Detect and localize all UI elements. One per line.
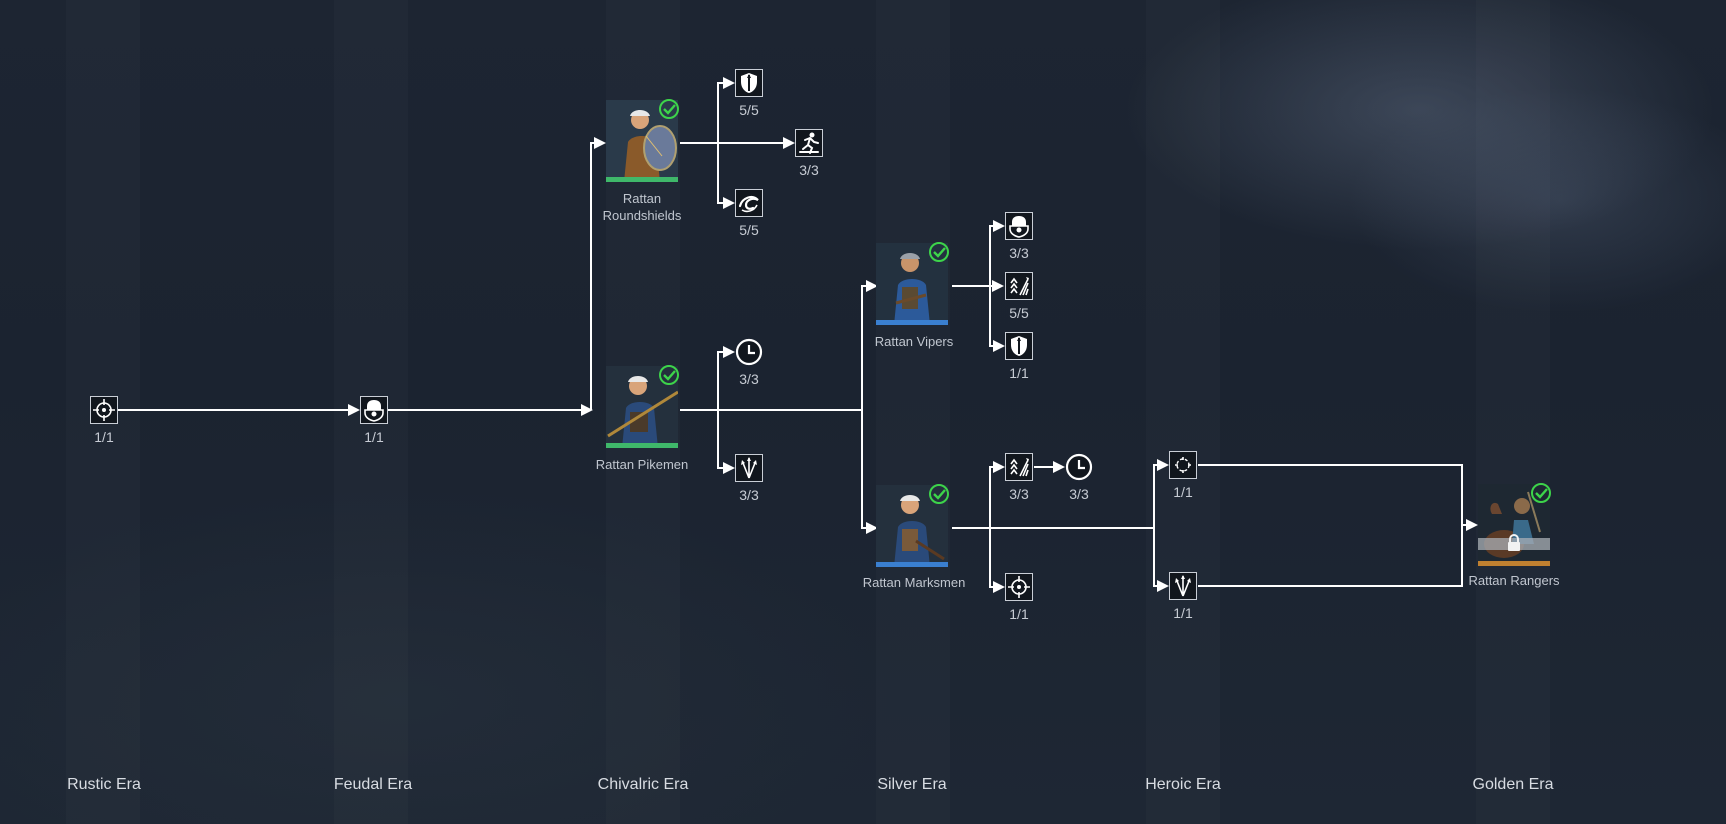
perk-marksmen-arrows[interactable] (1005, 453, 1033, 481)
perk-count: 1/1 (1009, 365, 1029, 381)
focus-icon (1175, 457, 1191, 473)
perk-count: 1/1 (94, 429, 114, 445)
perk-roundshields-shield[interactable] (735, 69, 763, 97)
perk-pikemen-clock[interactable] (735, 338, 763, 366)
perk-count: 3/3 (1009, 245, 1029, 261)
unit-card-rattan-roundshields[interactable] (606, 99, 679, 188)
perk-roundshields-swirl[interactable] (735, 189, 763, 217)
clock-icon (1065, 453, 1093, 481)
unit-name: Rattan Marksmen (862, 575, 966, 590)
perk-vipers-shield[interactable] (1005, 332, 1033, 360)
swirl-icon (738, 196, 759, 213)
unit-card-rattan-pikemen[interactable] (606, 365, 679, 454)
unit-name: Rattan Vipers (874, 334, 954, 349)
era-label-silver: Silver Era (877, 776, 947, 793)
unit-name: Rattan Roundshields (602, 191, 682, 223)
era-label-heroic: Heroic Era (1145, 776, 1221, 793)
shield-spear-icon (1011, 336, 1027, 356)
crosshair-icon (1008, 576, 1030, 598)
perk-count: 3/3 (739, 371, 759, 387)
arrows-upgrade-icon (1010, 458, 1029, 477)
spear-fan-icon (1175, 575, 1191, 597)
check-icon (659, 99, 679, 119)
unit-progress-bar (606, 443, 678, 448)
perk-marksmen-clock[interactable] (1065, 453, 1093, 481)
perk-count: 1/1 (364, 429, 384, 445)
check-icon (659, 365, 679, 385)
shield-spear-icon (741, 73, 757, 93)
perk-pikemen-spears[interactable] (735, 454, 763, 482)
check-icon (929, 484, 949, 504)
perk-vipers-helmet[interactable] (1005, 212, 1033, 240)
era-label-chivalric: Chivalric Era (597, 776, 689, 793)
perk-roundshields-charge[interactable] (795, 129, 823, 157)
unit-card-rattan-rangers[interactable] (1478, 483, 1551, 572)
unit-progress-bar (1478, 561, 1550, 566)
perk-heroic-spear[interactable] (1169, 572, 1197, 600)
unit-name: Rattan Rangers (1468, 573, 1560, 588)
check-icon (929, 242, 949, 262)
unit-card-rattan-vipers[interactable] (876, 242, 949, 331)
perk-count: 3/3 (799, 162, 819, 178)
perk-count: 3/3 (1009, 486, 1029, 502)
lock-icon (1508, 534, 1520, 551)
perk-count: 1/1 (1173, 484, 1193, 500)
perk-count: 5/5 (1009, 305, 1029, 321)
perk-count: 3/3 (739, 487, 759, 503)
perk-vipers-arrows[interactable] (1005, 272, 1033, 300)
check-icon (1531, 483, 1551, 503)
era-label-feudal: Feudal Era (333, 776, 413, 793)
unit-name: Rattan Pikemen (595, 457, 689, 472)
unit-progress-bar (606, 177, 678, 182)
unit-progress-bar (876, 562, 948, 567)
unit-portrait (1478, 484, 1550, 566)
perk-heroic-focus[interactable] (1169, 451, 1197, 479)
unit-portrait (876, 485, 948, 567)
helmet-shield-icon (364, 400, 384, 422)
spear-fan-icon (741, 457, 757, 479)
perk-count: 1/1 (1173, 605, 1193, 621)
unit-portrait (606, 100, 678, 182)
helmet-shield-icon (1009, 216, 1029, 238)
perk-count: 1/1 (1009, 606, 1029, 622)
arrows-upgrade-icon (1010, 277, 1029, 296)
unit-progress-bar (876, 320, 948, 325)
clock-icon (735, 338, 763, 366)
unit-portrait (876, 243, 948, 325)
perk-feudal-helmet[interactable] (360, 396, 388, 424)
perk-rustic-crosshair[interactable] (90, 396, 118, 424)
era-label-golden: Golden Era (1472, 776, 1554, 793)
unit-portrait (606, 366, 678, 448)
unit-card-rattan-marksmen[interactable] (876, 484, 949, 573)
era-label-rustic: Rustic Era (67, 776, 141, 793)
perk-count: 3/3 (1069, 486, 1089, 502)
perk-count: 5/5 (739, 102, 759, 118)
perk-marksmen-crosshair[interactable] (1005, 573, 1033, 601)
running-soldier-icon (799, 132, 819, 154)
crosshair-icon (93, 399, 115, 421)
perk-count: 5/5 (739, 222, 759, 238)
